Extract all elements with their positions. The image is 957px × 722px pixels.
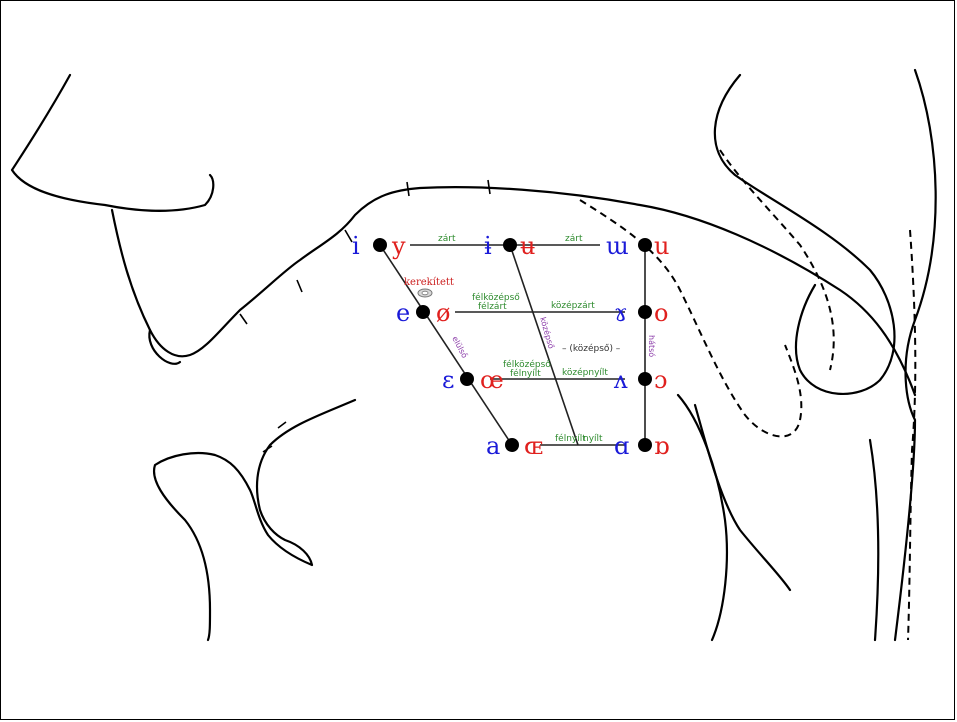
vowel-u: u [654, 232, 669, 260]
label-close-mid: középzárt [551, 300, 595, 311]
vowel-oe: œ [480, 366, 504, 394]
label-open-small: félnyílt [555, 433, 586, 444]
vowel-script-a: ɑ [614, 432, 629, 460]
epiglottis [693, 403, 792, 592]
dot-close-central [503, 238, 517, 252]
vowel-open-o: ɔ [654, 366, 667, 394]
label-close-mid-small-2: félzárt [478, 301, 507, 312]
rounded-lips-icon [417, 288, 433, 298]
head-outline [10, 68, 937, 642]
vowel-slashed-o: ø [436, 299, 450, 327]
lower-lip-and-tooth [152, 398, 357, 642]
label-open-mid: középnyílt [562, 367, 608, 378]
vowel-o: o [654, 299, 668, 327]
pharynx-dashed-curve [719, 149, 835, 371]
dot-close-front [373, 238, 387, 252]
vowel-turned-m: ɯ [606, 232, 629, 260]
dot-close-mid-front [416, 305, 430, 319]
label-back: hátsó [647, 335, 657, 357]
height-labels: zárt zárt félközépső félzárt középzárt –… [438, 234, 621, 444]
label-open: nyílt [583, 434, 603, 444]
velum-dashed-curve [579, 199, 803, 438]
vowel-turned-script-a: ɒ [654, 432, 669, 460]
dot-open-mid-back [638, 372, 652, 386]
pharynx-wall [713, 73, 896, 396]
vowel-rams-horns: ɤ [614, 299, 628, 327]
vowel-symbols: i y ɨ ʉ ɯ u e ø ɤ o ɛ œ ʌ ɔ a ɶ ɑ ɒ [352, 232, 669, 460]
label-open-mid-small-2: félnyílt [510, 368, 541, 379]
tongue-back [676, 393, 729, 642]
vowel-dots [373, 238, 652, 452]
nose-and-upper-lip [10, 73, 917, 397]
rear-vertical [868, 438, 880, 642]
label-mid: – (középső) – [562, 343, 621, 354]
central-edge [509, 244, 579, 446]
vowel-i: i [352, 232, 360, 260]
back-of-throat [893, 68, 937, 642]
dot-close-mid-back [638, 305, 652, 319]
vowel-y: y [391, 232, 406, 260]
vowel-epsilon: ɛ [442, 366, 454, 394]
vowel-a: a [486, 432, 500, 460]
vowel-e: e [396, 299, 410, 327]
rounding-note: kerekített [404, 277, 454, 298]
label-close: zárt [565, 234, 583, 244]
vowel-barred-i: ɨ [484, 232, 492, 260]
vowel-small-cap-oe: ɶ [524, 432, 543, 460]
dot-open-mid-front [460, 372, 474, 386]
label-close-mid-small-1: félközépső [472, 292, 520, 303]
upper-tooth [148, 328, 182, 365]
vowel-barred-u: ʉ [520, 232, 535, 260]
vowel-turned-v: ʌ [613, 366, 628, 394]
dot-close-back [638, 238, 652, 252]
palate-ticks [239, 179, 491, 453]
front-edge [379, 244, 513, 446]
dot-open-back [638, 438, 652, 452]
dot-open-front [505, 438, 519, 452]
label-central: középső [538, 316, 557, 350]
rear-dashed-line [907, 229, 917, 641]
label-close-small: zárt [438, 234, 456, 244]
label-rounded: kerekített [404, 277, 454, 288]
label-open-mid-small-1: félközépső [503, 359, 551, 370]
